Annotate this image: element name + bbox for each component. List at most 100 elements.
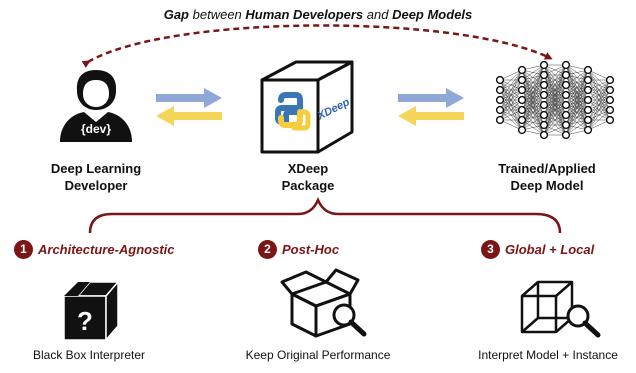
nn-edge [499,69,523,111]
nn-node [583,115,593,125]
nn-node [517,115,527,125]
title-and: and [363,7,393,22]
nn-edge [499,69,523,91]
developer-label-line1: Deep Learning [50,161,142,176]
nn-node [605,95,615,105]
package-label-line1: XDeep [287,161,329,176]
nn-node [583,85,593,95]
nn-node [605,115,615,125]
nn-edge [543,64,567,96]
nn-node [495,95,505,105]
nn-node [539,90,549,100]
nn-edge [565,69,589,86]
nn-edge [565,109,589,136]
feature-badge-3: 3 [481,240,500,259]
nn-edge [499,99,523,121]
nn-node [517,125,527,135]
nn-node [495,85,505,95]
nn-node [539,120,549,130]
nn-edge [565,69,589,116]
feature-bracket [88,196,562,234]
nn-node [517,105,527,115]
nn-edge [521,114,545,131]
wireframe-cube-icon [520,280,574,334]
nn-node [561,100,571,110]
nn-edge [587,99,611,131]
nn-node [583,65,593,75]
nn-edge [565,69,589,96]
nn-edge [543,114,567,136]
nn-node [539,110,549,120]
python-logo-icon [275,92,311,131]
black-box-icon [63,281,119,341]
nn-edge [565,69,589,106]
nn-node [561,130,571,140]
nn-edge [565,99,589,136]
nn-node [561,90,571,100]
model-label: Trained/Applied Deep Model [482,160,612,194]
nn-edge [543,94,567,136]
nn-node [605,85,615,95]
nn-node [539,130,549,140]
nn-node [495,75,505,85]
nn-edge [587,79,611,121]
neural-network-icon [495,60,615,140]
package-label: XDeep Package [248,160,368,194]
nn-edge [587,79,611,131]
feature-caption-3: Interpret Model + Instance [478,348,618,362]
feature-label-3: Global + Local [505,242,595,257]
nn-node [539,70,549,80]
nn-node [561,80,571,90]
package-label-line2: Package [281,178,335,193]
nn-edge [587,79,611,101]
nn-node [517,65,527,75]
nn-edge [521,64,545,81]
nn-edge [565,89,589,136]
nn-edge [565,119,589,136]
magnifier-icon [332,303,367,337]
nn-edge [499,69,523,121]
yellow-arrow-left-1 [156,106,222,126]
nn-edge [499,89,523,121]
nn-node [495,115,505,125]
nn-node [561,120,571,130]
nn-node [517,95,527,105]
xdeep-box-icon [260,60,354,154]
model-label-line1: Trained/Applied [498,161,596,176]
feature-label-2: Post-Hoc [282,242,340,257]
nn-edge [521,94,545,131]
nn-edge [587,89,611,131]
nn-edge [521,64,545,101]
nn-edge [499,79,523,121]
feature-caption-2: Keep Original Performance [245,348,391,362]
feature-badge-1: 1 [14,240,33,259]
title-human: Human Developers [245,7,364,22]
nn-node [605,75,615,85]
nn-edge [543,64,567,106]
black-box-question: ? [77,306,93,336]
nn-node [517,75,527,85]
nn-node [561,60,571,70]
nn-node [583,75,593,85]
title-between: between [189,7,246,22]
blue-arrow-right-2 [398,88,464,108]
dev-tag: {dev} [80,122,112,136]
feature-caption-1: Black Box Interpreter [32,348,146,362]
nn-edge [521,104,545,131]
nn-node [495,105,505,115]
nn-node [539,80,549,90]
model-label-line2: Deep Model [510,178,584,193]
developer-label: Deep Learning Developer [36,160,156,194]
nn-edge [543,64,567,86]
nn-edge [543,104,567,136]
nn-node [561,70,571,80]
nn-node [539,60,549,70]
feature-badge-2: 2 [258,240,277,259]
gap-arc [81,24,553,68]
feature-label-1: Architecture-Agnostic [38,242,175,257]
developer-label-line2: Developer [64,178,128,193]
person-icon [60,70,132,142]
nn-node [561,110,571,120]
